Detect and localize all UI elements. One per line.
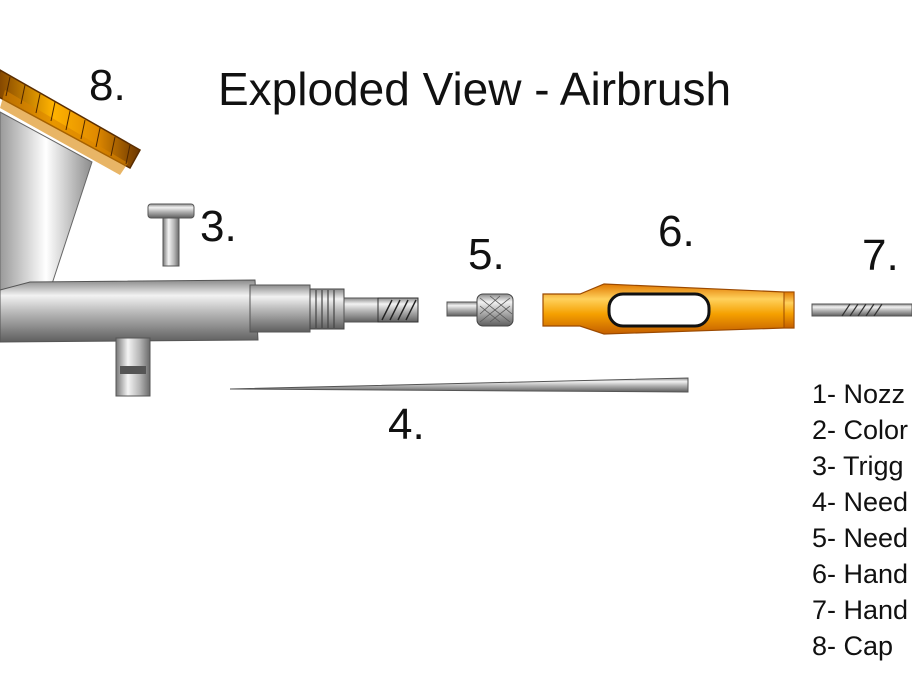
- legend-item: 4- Need: [812, 487, 909, 517]
- callout-6: 6.: [658, 207, 695, 256]
- handle-end-part: [811, 303, 912, 317]
- legend-item: 7- Hand: [812, 595, 909, 625]
- callout-4: 4.: [388, 400, 425, 449]
- legend-item: 1- Nozz: [812, 379, 906, 409]
- legend-item: 8- Cap: [812, 631, 894, 661]
- handle-part: [542, 283, 795, 335]
- callout-3: 3.: [200, 202, 237, 251]
- legend-item: 2- Color: [812, 415, 909, 445]
- legend-item: 6- Hand: [812, 559, 909, 589]
- nozzle-part: [377, 297, 419, 323]
- diagram-title: Exploded View - Airbrush: [218, 63, 732, 115]
- legend-item: 5- Need: [812, 523, 909, 553]
- air-valve: [115, 337, 151, 397]
- parts-legend: 1- Nozz 2- Color 3- Trigg 4- Need 5- Nee…: [812, 376, 908, 664]
- legend-item: 3- Trigg: [812, 451, 904, 481]
- callout-5: 5.: [468, 230, 505, 279]
- callout-7: 7.: [862, 231, 899, 280]
- airbrush-body: [0, 279, 419, 343]
- needle-chucking-nut-part: [446, 293, 514, 327]
- cup-cap-part: [0, 69, 142, 175]
- callout-8: 8.: [89, 61, 126, 110]
- needle-part: [229, 377, 689, 393]
- trigger-part: [147, 203, 195, 267]
